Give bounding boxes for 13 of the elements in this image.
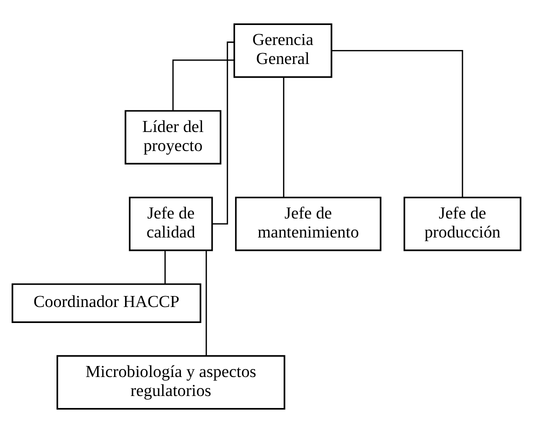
node-box: Jefe de mantenimiento — [235, 196, 382, 251]
node-box: Microbiología y aspectos regulatorios — [56, 354, 286, 410]
connector — [206, 250, 207, 356]
node-box: Jefe de calidad — [128, 196, 213, 251]
connector — [212, 41, 234, 224]
connector — [164, 250, 166, 284]
connector — [331, 50, 464, 197]
node-box: Líder del proyecto — [124, 110, 222, 164]
node-box: Gerencia General — [233, 22, 332, 78]
node-box: Coordinador HACCP — [12, 282, 202, 322]
connector — [283, 76, 284, 197]
connector — [172, 59, 234, 110]
node-box: Jefe de producción — [404, 196, 522, 251]
